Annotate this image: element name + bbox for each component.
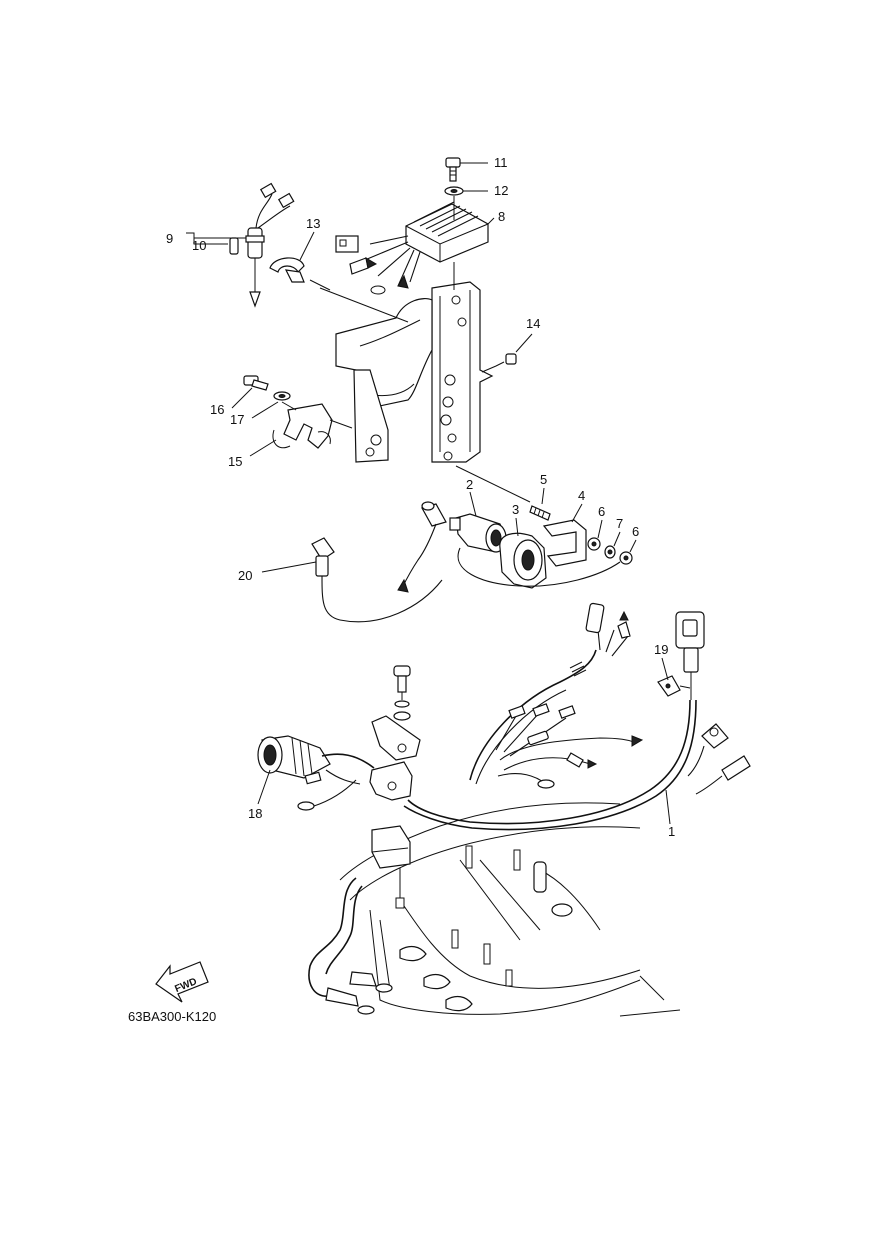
diagram-code: 63BA300-K120 (128, 1009, 216, 1024)
bracket-4 (542, 519, 587, 567)
clip-19 (657, 675, 691, 697)
callout-16: 16 (210, 402, 224, 417)
washer-12 (444, 186, 464, 196)
callout-17: 17 (230, 412, 244, 427)
mounting-bracket (335, 281, 494, 463)
callout-6b: 6 (632, 524, 639, 539)
callout-15: 15 (228, 454, 242, 469)
callout-7: 7 (616, 516, 623, 531)
bolt-11 (445, 157, 461, 182)
callout-9: 9 (166, 231, 173, 246)
clamp-13 (269, 257, 331, 291)
screw-5 (529, 505, 551, 521)
callout-2: 2 (466, 477, 473, 492)
cap-3 (499, 532, 547, 589)
bottom-cowling (308, 802, 681, 1017)
thermo-switch (229, 182, 295, 308)
callout-4: 4 (578, 488, 585, 503)
callout-10: 10 (192, 238, 206, 253)
bolt-bracket (369, 665, 421, 801)
callout-3: 3 (512, 502, 519, 517)
sensor-2 (449, 513, 507, 553)
callout-20: 20 (238, 568, 252, 583)
nut-6b (619, 551, 633, 565)
bolt-16 (243, 375, 269, 391)
holder-15 (272, 403, 353, 449)
callout-labels: 11 12 8 13 9 10 14 16 17 15 5 2 4 3 6 7 … (166, 155, 675, 839)
callout-18: 18 (248, 806, 262, 821)
callout-19: 19 (654, 642, 668, 657)
callout-12: 12 (494, 183, 508, 198)
callout-14: 14 (526, 316, 540, 331)
washer-17 (273, 391, 291, 401)
callout-8: 8 (498, 209, 505, 224)
lead-wire-20 (311, 501, 447, 623)
washer-7 (604, 545, 616, 559)
callout-11: 11 (494, 155, 508, 170)
callout-13: 13 (306, 216, 320, 231)
wiring-harness (403, 602, 751, 831)
fwd-arrow-icon: FWD (155, 961, 209, 1003)
callout-6a: 6 (598, 504, 605, 519)
rectifier-regulator (335, 196, 489, 295)
leader-lines (186, 162, 671, 825)
screw-14 (481, 353, 517, 373)
nut-6a (587, 537, 601, 551)
callout-1: 1 (668, 824, 675, 839)
callout-5: 5 (540, 472, 547, 487)
switch-18 (257, 735, 375, 811)
